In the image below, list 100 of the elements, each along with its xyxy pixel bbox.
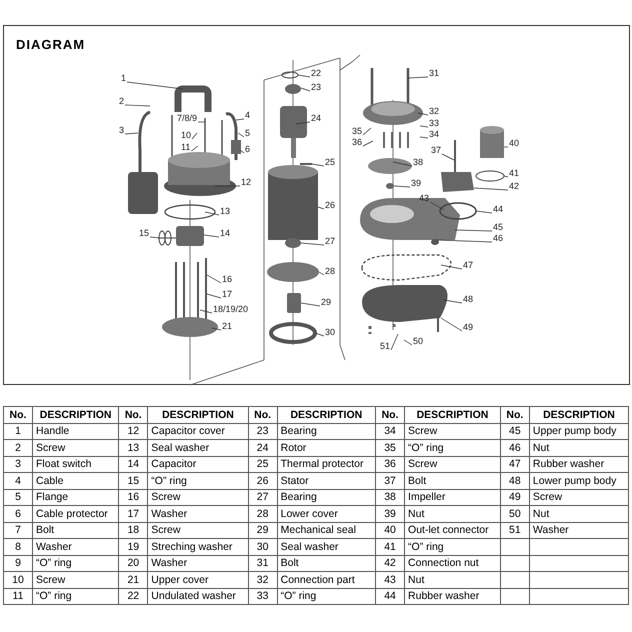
leader-line (444, 300, 462, 304)
callout-number: 49 (462, 322, 474, 332)
part-number-cell: 11 (4, 588, 32, 604)
part-number-cell: 48 (500, 472, 530, 489)
leader-line (390, 334, 398, 350)
part-description-cell: Washer (148, 555, 248, 572)
callout-number: 23 (310, 82, 322, 92)
column-header: DESCRIPTION (529, 406, 628, 423)
part-description-cell: Rotor (277, 440, 376, 456)
leader-line (312, 164, 324, 166)
part-number-cell: 2 (4, 440, 32, 456)
part-description-cell: Washer (529, 522, 628, 538)
part-description-cell: Connection nut (404, 555, 500, 572)
part-number-cell: 21 (118, 572, 148, 588)
leader-line (300, 242, 324, 246)
part-description-cell: Float switch (32, 456, 119, 472)
part-description-cell: Out-let connector (404, 522, 500, 538)
leader-line (300, 88, 310, 92)
part-number-cell: 15 (118, 472, 148, 489)
part-number-cell: 40 (376, 522, 405, 538)
leader-line (440, 318, 462, 332)
leader-line (436, 240, 492, 242)
leader-line (206, 294, 222, 298)
leader-line (212, 328, 222, 330)
callout-number: 16 (221, 274, 234, 284)
part-description-cell: Screw (32, 572, 119, 588)
part-description-cell: Flange (32, 489, 119, 506)
part-description-cell: “O” ring (32, 588, 119, 604)
column-header: No. (248, 406, 278, 423)
leader-line (206, 274, 222, 284)
callout-number: 22 (310, 68, 322, 78)
leader-line (318, 272, 324, 276)
part-number-cell: 46 (500, 440, 530, 456)
part-description-cell: Cable (32, 472, 119, 489)
part-description-cell: Undulated washer (148, 588, 248, 604)
callout-number: 31 (428, 68, 440, 78)
leader-line (191, 146, 198, 152)
callout-number: 33 (428, 118, 440, 128)
part-number-cell: 33 (248, 588, 278, 604)
part-number-cell: 30 (248, 538, 278, 555)
part-number-cell: 22 (118, 588, 148, 604)
part-number-cell: 44 (376, 588, 405, 604)
part-number-cell: 13 (118, 440, 148, 456)
part-number-cell: 1 (4, 423, 32, 440)
part-description-cell: Upper pump body (529, 423, 628, 440)
leader-line (430, 202, 444, 210)
leader-line (362, 128, 372, 136)
callout-number: 30 (324, 327, 336, 337)
callout-number: 41 (508, 168, 520, 178)
leader-line (124, 132, 138, 134)
part-number-cell: 25 (248, 456, 278, 472)
part-description-cell: Bearing (277, 489, 376, 506)
column-header: No. (4, 406, 32, 423)
callout-number: 40 (508, 138, 520, 148)
part-description-cell: Bolt (32, 522, 119, 538)
part-description-cell: Nut (529, 506, 628, 522)
leader-line (124, 104, 150, 106)
callout-number: 44 (492, 204, 504, 214)
part-description-cell: Handle (32, 423, 119, 440)
callout-number: 3 (118, 125, 126, 135)
callout-number: 10 (180, 130, 192, 140)
column-header: DESCRIPTION (148, 406, 248, 423)
callout-number: 37 (430, 145, 442, 155)
callout-number: 21 (221, 321, 234, 331)
callout-number: 2 (118, 96, 126, 106)
leader-line (392, 162, 412, 166)
part-number-cell: 9 (4, 555, 32, 572)
part-description-cell: Washer (148, 506, 248, 522)
callout-number: 6 (244, 144, 252, 154)
part-number-cell: 6 (4, 506, 32, 522)
part-description-cell: Rubber washer (404, 588, 500, 604)
leader-line (442, 154, 454, 160)
callout-number: 26 (324, 200, 336, 210)
leader-line (404, 340, 412, 346)
callout-number: 4 (244, 110, 252, 120)
part-number-cell: 23 (248, 423, 278, 440)
part-description-cell: Thermal protector (277, 456, 376, 472)
part-number-cell: 32 (248, 572, 278, 588)
leader-line (454, 230, 492, 232)
leader-line (504, 176, 508, 178)
part-description-cell: Streching washer (148, 538, 248, 555)
part-number-cell: 3 (4, 456, 32, 472)
part-description-cell: Impeller (404, 489, 500, 506)
leader-line (314, 332, 324, 336)
part-description-cell: Screw (404, 456, 500, 472)
part-description-cell: Connection part (277, 572, 376, 588)
callout-number: 7/8/9 (176, 113, 198, 123)
part-number-cell: 5 (4, 489, 32, 506)
leader-line (200, 310, 212, 314)
leader-line (238, 132, 244, 138)
callout-number: 29 (320, 297, 332, 307)
part-description-cell: “O” ring (404, 440, 500, 456)
part-description-cell: “O” ring (148, 472, 248, 489)
part-description-cell: Screw (32, 440, 119, 456)
leader-line (408, 76, 428, 78)
leader-line (504, 146, 508, 148)
part-description-cell: Stator (277, 472, 376, 489)
callout-number: 1 (120, 73, 128, 83)
part-number-cell: 8 (4, 538, 32, 555)
column-header: DESCRIPTION (277, 406, 376, 423)
